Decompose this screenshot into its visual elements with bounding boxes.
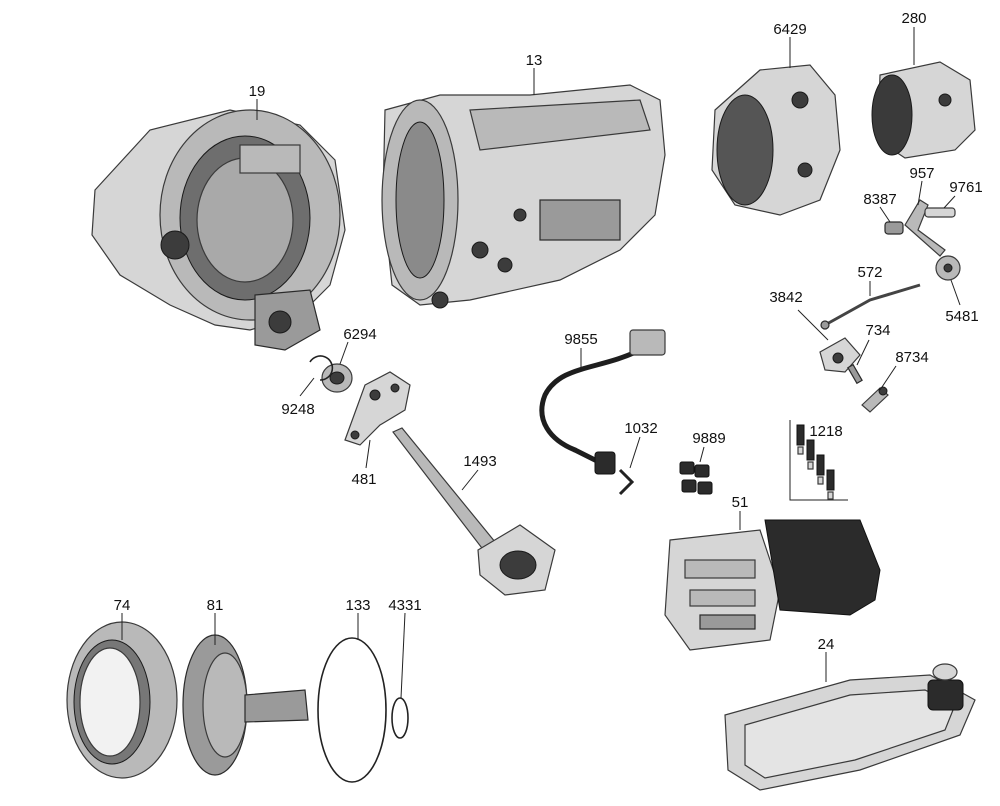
leader-8734 [879,365,897,391]
part-1218-plugs [789,420,848,501]
label-9761: 9761 [949,179,982,196]
leader-3842 [797,309,829,341]
label-1032: 1032 [624,420,657,437]
part-9855-wiring-harness [539,329,666,475]
label-24: 24 [818,636,835,653]
label-4331: 4331 [388,597,421,614]
leader-lines [121,27,961,699]
label-8387: 8387 [863,191,896,208]
leader-9889 [699,446,705,463]
label-19: 19 [249,83,266,100]
part-5481-detent [935,255,961,281]
part-8734-link [861,386,889,413]
part-9889-seals [679,461,713,495]
label-1218: 1218 [809,423,842,440]
leader-734 [856,339,870,366]
leader-1493 [461,469,479,491]
label-6294: 6294 [343,326,376,343]
part-74-ring-gear [66,621,178,779]
part-9248-snap-ring [309,355,334,381]
leader-957 [917,180,923,206]
label-572: 572 [857,264,882,281]
part-1032-clip [618,468,635,496]
part-6429-housing [711,64,841,216]
label-9889: 9889 [692,430,725,447]
label-481: 481 [351,471,376,488]
leader-9761 [943,195,956,209]
label-734: 734 [865,322,890,339]
leader-4331 [400,612,406,699]
part-labels: 19 13 6429 280 957 9761 8387 572 5481 38… [114,10,983,653]
part-24-oil-pan [724,663,976,791]
leader-8387 [879,206,891,223]
leader-6294 [339,341,349,365]
part-1493-shaft [392,427,556,596]
leader-5481 [950,279,961,306]
part-81-clutch-drum [182,634,309,776]
label-74: 74 [114,597,131,614]
part-957-lever [904,199,946,257]
part-481-plate [344,371,411,446]
part-734-pin [847,363,863,385]
part-3842-segment [819,337,861,373]
label-9855: 9855 [564,331,597,348]
part-6294-bearing [321,363,353,393]
part-8387-pin [884,221,904,235]
label-51: 51 [732,494,749,511]
leader-9248 [299,377,315,397]
part-572-rod [820,283,921,330]
label-5481: 5481 [945,308,978,325]
leader-1032 [629,436,641,469]
label-8734: 8734 [895,349,928,366]
label-81: 81 [207,597,224,614]
part-13-transmission-case [381,84,666,309]
label-133: 133 [345,597,370,614]
label-280: 280 [901,10,926,27]
part-51-valve-body [664,519,881,651]
label-13: 13 [526,52,543,69]
label-1493: 1493 [463,453,496,470]
label-9248: 9248 [281,401,314,418]
part-280-housing [871,61,976,159]
part-4331-o-ring [391,697,409,739]
part-133-snap-ring [317,637,387,783]
part-19-bell-housing [91,109,346,351]
leader-481 [365,439,371,469]
part-9761-pin [924,207,956,218]
label-957: 957 [909,165,934,182]
label-6429: 6429 [773,21,806,38]
label-3842: 3842 [769,289,802,306]
